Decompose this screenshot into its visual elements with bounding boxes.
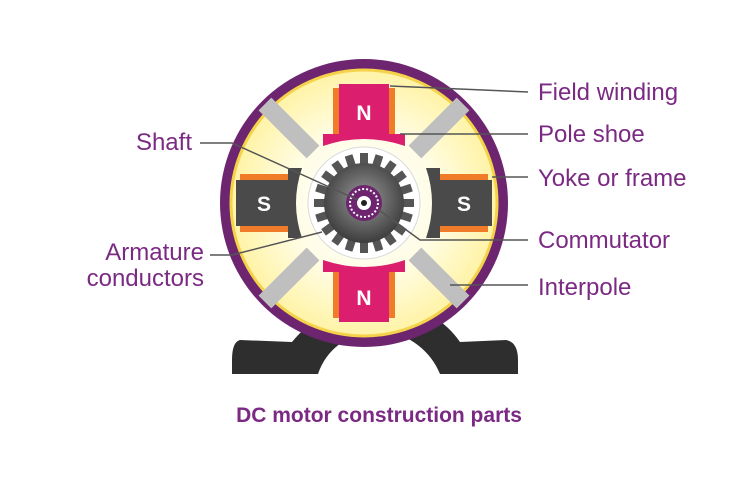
- armature-tooth: [360, 239, 368, 253]
- label-armature-line1: Armature: [105, 239, 204, 266]
- pole-shoe-top: [323, 134, 405, 146]
- diagram-caption: DC motor construction parts: [236, 404, 522, 427]
- leader-commutator: [378, 209, 528, 241]
- pole-shoe-left: [288, 168, 302, 238]
- pole-shoe-bottom: [323, 260, 405, 272]
- pole-letter-left: S: [257, 193, 271, 216]
- pole-letter-bottom: N: [356, 287, 371, 310]
- interpole-icon: [408, 247, 470, 309]
- armature-tooth: [360, 153, 368, 167]
- motor-base: [232, 300, 518, 374]
- leader-lines: [200, 85, 529, 286]
- pole-left: S: [236, 168, 302, 238]
- leader-armature: [210, 231, 323, 256]
- pole-letter-right: S: [457, 193, 471, 216]
- label-armature-line2: conductors: [87, 265, 204, 292]
- label-commutator: Commutator: [538, 227, 670, 254]
- leader-field-winding: [389, 85, 529, 93]
- interior-rim: [229, 68, 499, 338]
- pole-shoe-right: [426, 168, 440, 238]
- pole-right: S: [426, 168, 492, 238]
- interpole-icon: [408, 97, 470, 159]
- pole-top: N: [323, 84, 405, 146]
- interpole-icon: [258, 97, 320, 159]
- pole-letter-top: N: [356, 102, 371, 125]
- label-yoke-or-frame: Yoke or frame: [538, 165, 687, 192]
- label-shaft: Shaft: [136, 129, 192, 156]
- pole-bottom: N: [323, 260, 405, 322]
- label-pole-shoe: Pole shoe: [538, 121, 645, 148]
- leader-shaft: [200, 142, 359, 201]
- interpoles: [258, 97, 470, 309]
- armature: [307, 146, 421, 260]
- label-field-winding: Field winding: [538, 79, 678, 106]
- label-interpole: Interpole: [538, 274, 631, 301]
- interpole-icon: [258, 247, 320, 309]
